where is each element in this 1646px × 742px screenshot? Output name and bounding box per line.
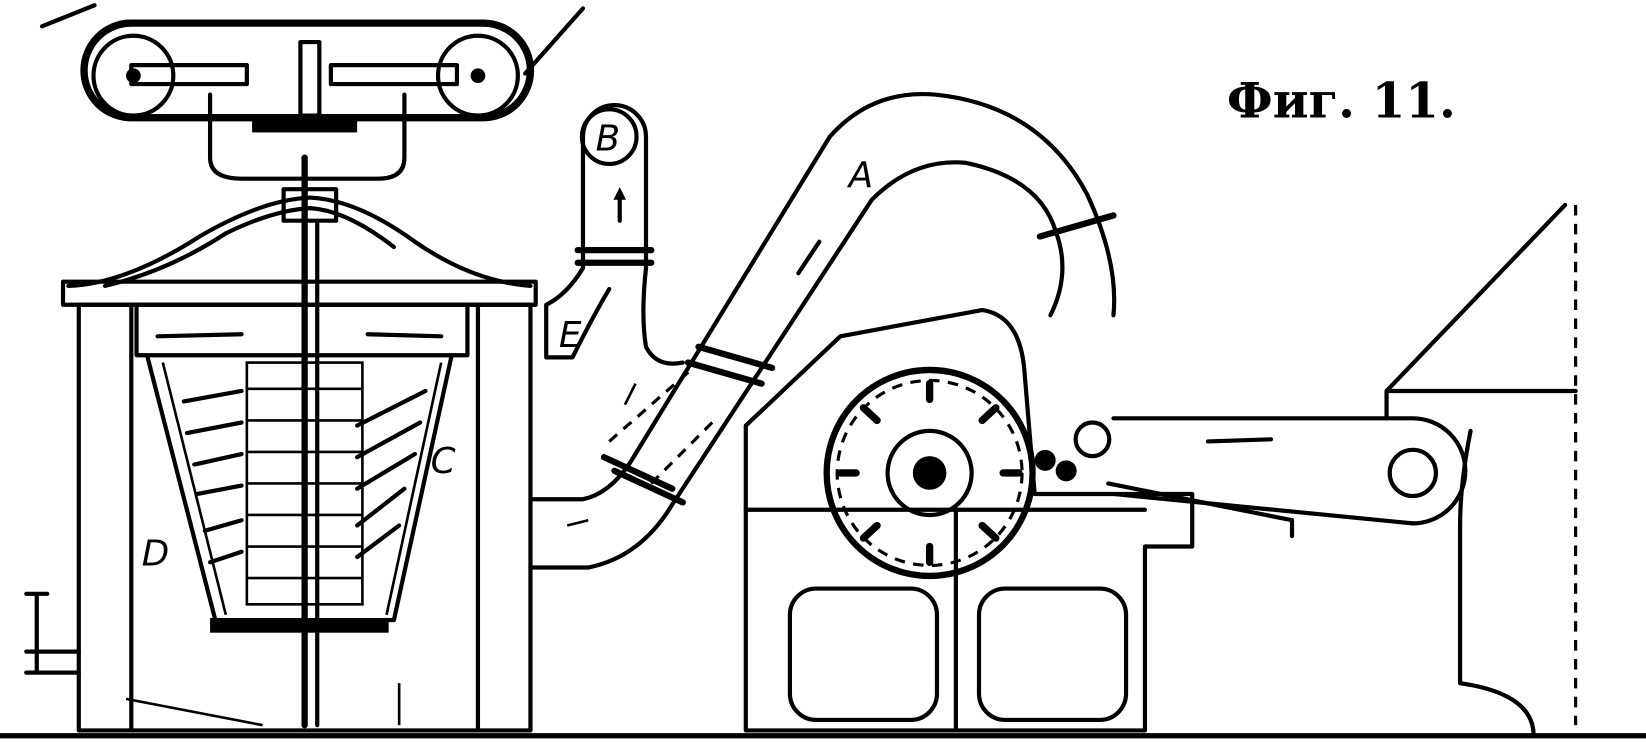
pipe-a [528, 91, 1117, 570]
label-c: C [431, 441, 456, 482]
figure-title: Фиг. 11. [1227, 74, 1456, 130]
label-b: B [596, 118, 621, 159]
feed-conveyor [1106, 202, 1578, 738]
belt-drive [39, 3, 586, 181]
pipe-b [544, 103, 685, 366]
centrifuge-tank [24, 302, 533, 733]
label-a: A [847, 155, 873, 196]
opener-machine [743, 307, 1195, 733]
label-d: D [142, 533, 170, 574]
blade-stack [155, 332, 444, 606]
label-e: E [559, 315, 582, 356]
centrifuge-dome [60, 154, 538, 729]
